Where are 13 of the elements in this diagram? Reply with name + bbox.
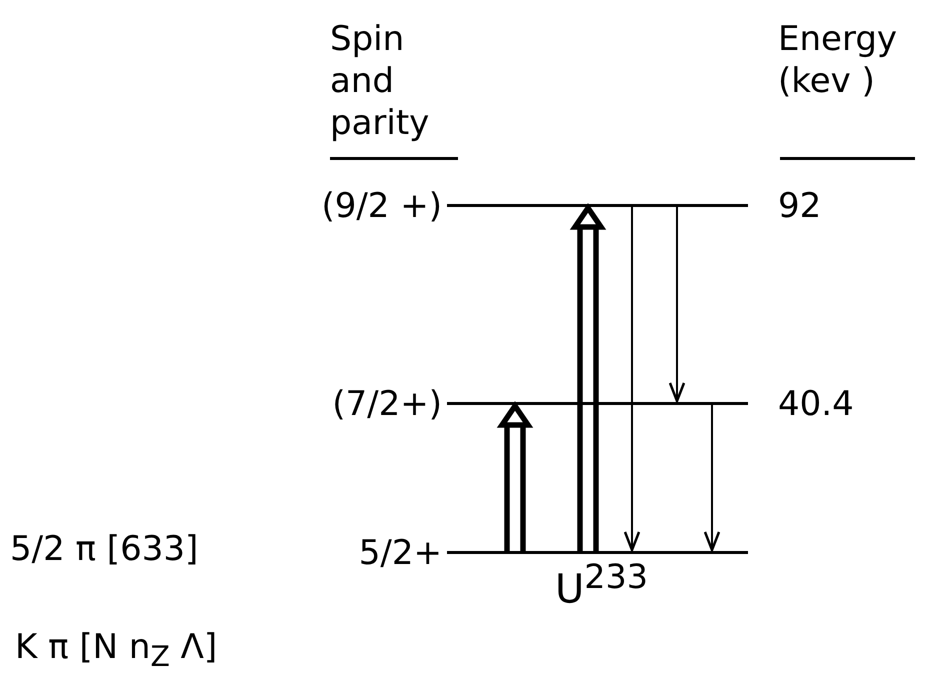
spin-parity-label: 5/2+	[358, 532, 442, 575]
nucleus-label: U$^{233}$	[555, 560, 648, 606]
nilsson-label: 5/2 π [633]	[10, 532, 198, 566]
spin-parity-label: (9/2 +)	[321, 185, 442, 228]
column-heading: Spin and parity	[330, 18, 430, 144]
energy-value: 40.4	[778, 383, 854, 426]
arrow	[624, 205, 640, 552]
arrow	[668, 205, 686, 402]
arrow	[704, 403, 720, 552]
notation-label: K π [N n$_{Z}$ Λ]	[15, 630, 218, 674]
energy-value: 92	[778, 185, 822, 228]
spin-parity-label: (7/2+)	[332, 383, 442, 426]
column-heading: Energy (kev )	[778, 18, 898, 102]
